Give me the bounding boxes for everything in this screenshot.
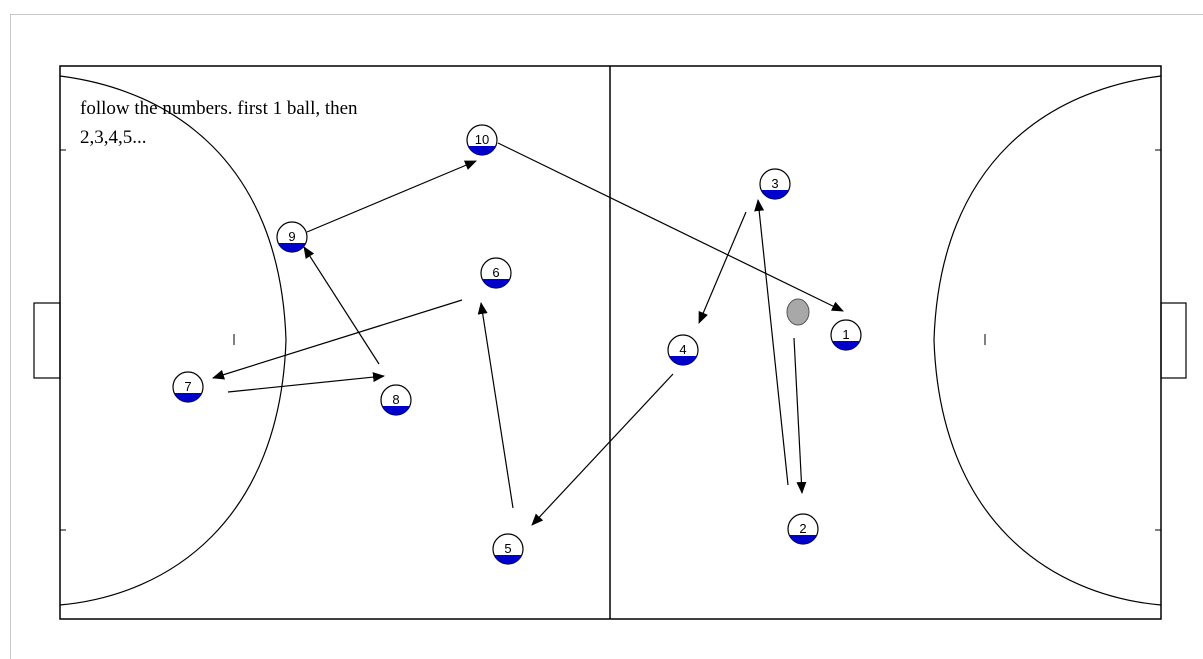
player-number: 5: [504, 541, 511, 556]
right-goal: [1160, 302, 1187, 379]
player-number: 2: [799, 521, 806, 536]
player-base: [832, 341, 860, 351]
player-7: 7: [172, 371, 204, 403]
players-group: 1 2 3 4 5 6 7 8 9 10: [172, 124, 862, 565]
left-goal-area-arc: [59, 75, 287, 606]
player-5: 5: [492, 533, 524, 565]
arrow-3-to-4: [698, 211, 747, 324]
instructions-text: follow the numbers. first 1 ball, then 2…: [80, 98, 358, 148]
player-base: [468, 146, 496, 156]
player-10: 10: [466, 124, 498, 156]
arrow-10-to-1: [497, 142, 844, 312]
player-number: 9: [288, 229, 295, 244]
arrow-8-to-9: [303, 246, 380, 365]
arrow-9-to-10: [306, 160, 477, 233]
player-number: 4: [679, 342, 686, 357]
ball-icon: [786, 298, 810, 326]
arrow-7-to-8: [227, 372, 385, 393]
pass-arrows: [212, 142, 844, 526]
right-goal-area-arc: [933, 75, 1162, 606]
player-3: 3: [759, 168, 791, 200]
player-number: 1: [842, 327, 849, 342]
player-2: 2: [787, 513, 819, 545]
player-number: 6: [492, 265, 499, 280]
player-9: 9: [276, 221, 308, 253]
arrow-ball-to-2: [793, 337, 807, 494]
player-base: [382, 406, 410, 416]
left-goal: [33, 302, 61, 379]
player-4: 4: [667, 334, 699, 366]
arrow-2-to-3: [754, 199, 789, 486]
player-1: 1: [830, 319, 862, 351]
arrow-6-to-7: [212, 299, 463, 380]
arrow-4-to-5: [531, 373, 674, 526]
player-base: [174, 393, 202, 403]
player-base: [278, 243, 306, 253]
player-number: 10: [475, 132, 489, 147]
player-number: 8: [392, 392, 399, 407]
player-base: [482, 279, 510, 288]
player-number: 3: [771, 176, 778, 191]
player-6: 6: [480, 257, 512, 289]
player-number: 7: [184, 379, 191, 394]
player-base: [669, 356, 697, 366]
player-base: [761, 190, 789, 200]
player-8: 8: [380, 384, 412, 416]
diagram-frame: [10, 14, 1203, 659]
player-base: [494, 555, 522, 565]
player-base: [789, 535, 817, 545]
arrow-5-to-6: [477, 302, 514, 509]
